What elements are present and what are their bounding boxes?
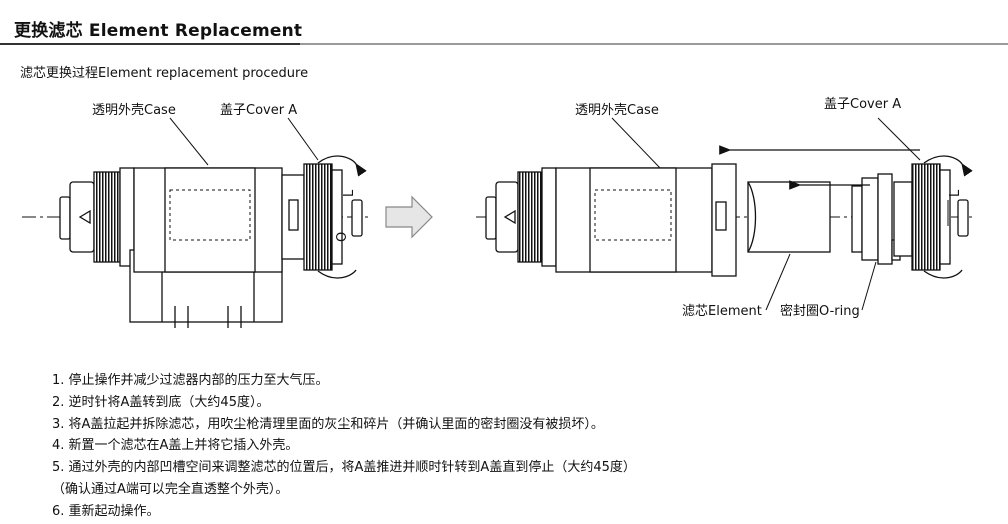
transition-arrow: [385, 195, 433, 239]
title-rule-accent: [0, 43, 300, 45]
oring-label: 密封圈O-ring: [780, 303, 860, 319]
step-item: 5. 通过外壳的内部凹槽空间来调整滤芯的位置后，将A盖推进并顺时针转到A盖直到停…: [52, 460, 636, 476]
step-item: 6. 重新起动操作。: [52, 503, 160, 519]
mark-o: O: [335, 232, 350, 242]
step-item: 3. 将A盖拉起并拆除滤芯，用吹尘枪清理里面的灰尘和碎片（并确认里面的密封圈没有…: [52, 416, 604, 432]
step-item: 1. 停止操作并减少过滤器内部的压力至大气压。: [52, 373, 329, 388]
replacement-diagram: O L 透明外壳Case 盖子Cover A: [22, 97, 975, 328]
case-label-left: 透明外壳Case: [92, 103, 176, 118]
exploded-filter: [476, 155, 975, 279]
step-item: 4. 新置一个滤芯在A盖上并将它插入外壳。: [52, 438, 299, 454]
step-item: 2. 逆时针将A盖转到底（大约45度）。: [52, 394, 270, 410]
title-rule: [0, 43, 1008, 45]
cover-label-right: 盖子Cover A: [824, 97, 901, 112]
section-title: 更换滤芯 Element Replacement: [14, 21, 303, 41]
element-label: 滤芯Element: [682, 304, 762, 319]
procedure-subtitle: 滤芯更换过程Element replacement procedure: [20, 66, 309, 81]
assembled-filter: [22, 155, 370, 328]
mark-l-right: L: [948, 189, 963, 197]
step-item: （确认通过A端可以完全直透整个外壳）。: [52, 481, 289, 497]
procedure-steps: 1. 停止操作并减少过滤器内部的压力至大气压。 2. 逆时针将A盖转到底（大约4…: [52, 370, 636, 523]
mark-l: L: [342, 189, 357, 197]
case-label-right: 透明外壳Case: [575, 103, 659, 118]
cover-label-left: 盖子Cover A: [220, 103, 297, 118]
